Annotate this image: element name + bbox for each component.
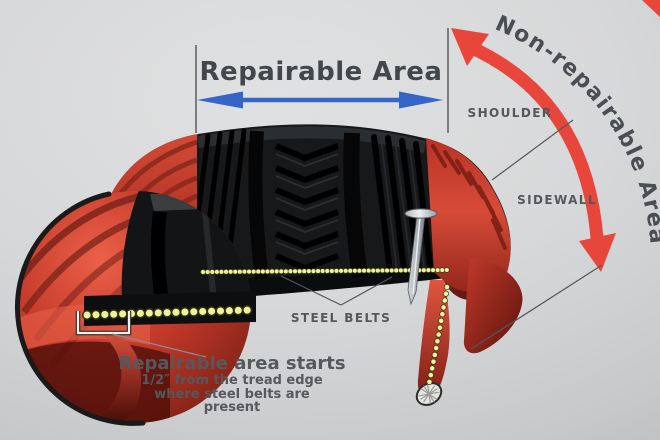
curved-double-arrow-icon <box>451 0 660 272</box>
magnifier-ring <box>15 191 146 426</box>
red-arrow-arc <box>465 40 604 239</box>
sidewall-cut-face <box>417 280 450 400</box>
sidewall-leader-line <box>470 264 603 350</box>
caption-title: Repairable area starts <box>118 353 346 374</box>
bead-bundle <box>415 382 443 406</box>
non-repairable-area-label: Non-repairable Area <box>491 11 660 246</box>
sidewall-outer-face <box>463 258 523 354</box>
repairable-start-caption: Repairable area starts 1/2″ from the tre… <box>118 353 345 415</box>
horizontal-double-arrow-icon <box>197 91 443 109</box>
repairable-boundary-lines <box>195 28 449 133</box>
shoulder-label: SHOULDER <box>467 106 553 120</box>
sidewall-cross-section <box>415 258 523 406</box>
steel-belts-leader-left <box>280 275 342 306</box>
corner-red-sliver <box>642 0 660 17</box>
steel-belt-dots <box>200 267 451 275</box>
red-arrow-head-top <box>451 28 489 66</box>
sidewall-label: SIDEWALL <box>517 193 597 207</box>
magnified-sidewall-wave <box>96 326 141 423</box>
half-inch-bracket <box>76 311 131 335</box>
leader-lines <box>111 119 603 358</box>
repairable-area-label: Repairable Area <box>199 57 443 87</box>
steel-belts-leader-right <box>340 276 393 306</box>
magnified-belt-dots <box>83 306 256 319</box>
steel-belts-label: STEEL BELTS <box>290 311 392 325</box>
magnifier-circle-icon <box>15 191 257 426</box>
caption-line-1: 1/2″ from the tread edge <box>141 373 323 388</box>
bracket-leader-line <box>111 333 207 358</box>
blue-arrow-head-left <box>197 91 243 109</box>
sidewall-belt-dots <box>426 284 450 387</box>
steel-belt-dots-line <box>201 268 450 274</box>
caption-line-2: where steel belts are <box>154 386 310 402</box>
shoulder-leader-line <box>491 119 574 181</box>
caption-line-3: present <box>203 400 261 415</box>
red-arrow-head-bottom <box>579 233 616 272</box>
blue-arrow-head-right <box>399 91 443 109</box>
right-red-shoulder <box>426 138 511 301</box>
nail-icon <box>404 208 438 306</box>
